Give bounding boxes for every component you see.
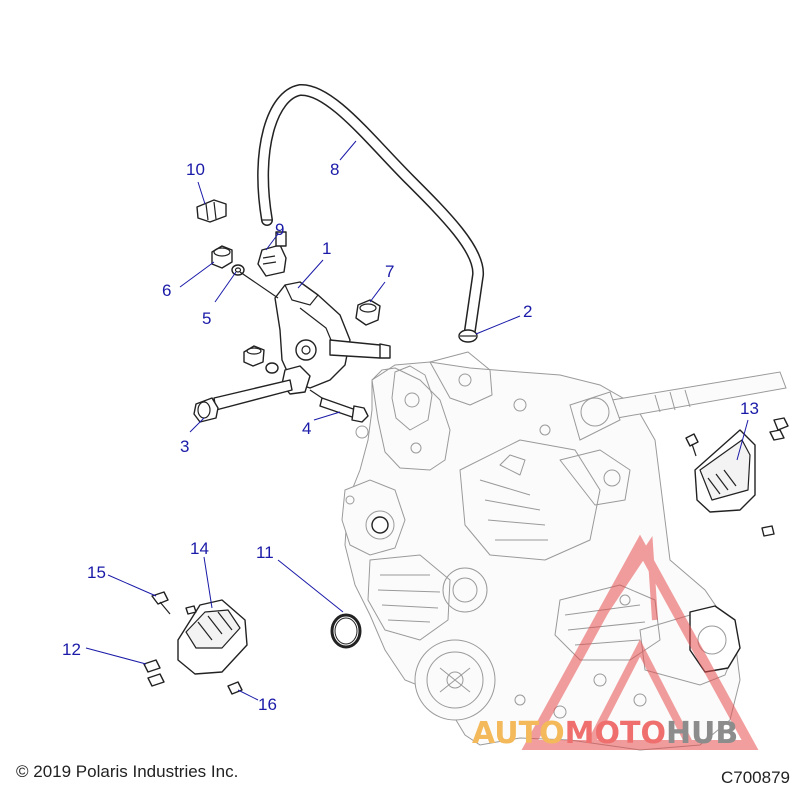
diagram-code: C700879 — [720, 768, 790, 787]
part-1-actuator-housing — [239, 271, 351, 395]
lower-nut-washer — [243, 345, 279, 374]
part-9-fitting — [257, 231, 287, 277]
callout-3: 3 — [180, 437, 189, 456]
callout-labels: 1 2 3 4 5 6 7 8 9 10 11 12 13 14 15 16 — [62, 160, 759, 714]
callout-16: 16 — [258, 695, 277, 714]
watermark-hub: HUB — [665, 716, 739, 751]
part-4-bolt — [309, 389, 369, 423]
part-3-bolt — [193, 379, 293, 423]
part-8-vent-hose — [257, 84, 485, 336]
copyright-notice: © 2019 Polaris Industries Inc. — [16, 762, 239, 781]
callout-9: 9 — [275, 220, 284, 239]
part-11-o-ring — [330, 613, 362, 649]
part-12-screws — [143, 659, 165, 687]
callout-6: 6 — [162, 281, 171, 300]
housing-studs — [329, 339, 391, 359]
callout-1: 1 — [322, 239, 331, 258]
callout-7: 7 — [385, 262, 394, 281]
leader-lines — [85, 140, 749, 701]
callout-8: 8 — [330, 160, 339, 179]
part-15-screw — [151, 591, 197, 615]
watermark-moto: MOTO — [564, 716, 666, 751]
callout-12: 12 — [62, 640, 81, 659]
callout-2: 2 — [523, 302, 532, 321]
watermark-auto: AUTO — [472, 716, 565, 751]
callout-14: 14 — [190, 539, 209, 558]
part-16-plug — [227, 681, 243, 695]
part-10-clamp — [196, 199, 227, 223]
part-14-mount-bracket — [177, 599, 248, 675]
part-7-nut — [355, 299, 381, 326]
callout-11: 11 — [256, 543, 274, 562]
callout-4: 4 — [302, 419, 311, 438]
callout-15: 15 — [87, 563, 106, 582]
part-13-mount-bracket — [685, 417, 789, 537]
watermark-logo-text: AUTOMOTOHUB — [472, 716, 738, 751]
callout-13: 13 — [740, 399, 759, 418]
part-6-nut — [211, 245, 233, 269]
watermark-triangle — [521, 534, 759, 750]
callout-5: 5 — [202, 309, 211, 328]
part-2-hose-clamp — [458, 329, 478, 343]
callout-10: 10 — [186, 160, 205, 179]
